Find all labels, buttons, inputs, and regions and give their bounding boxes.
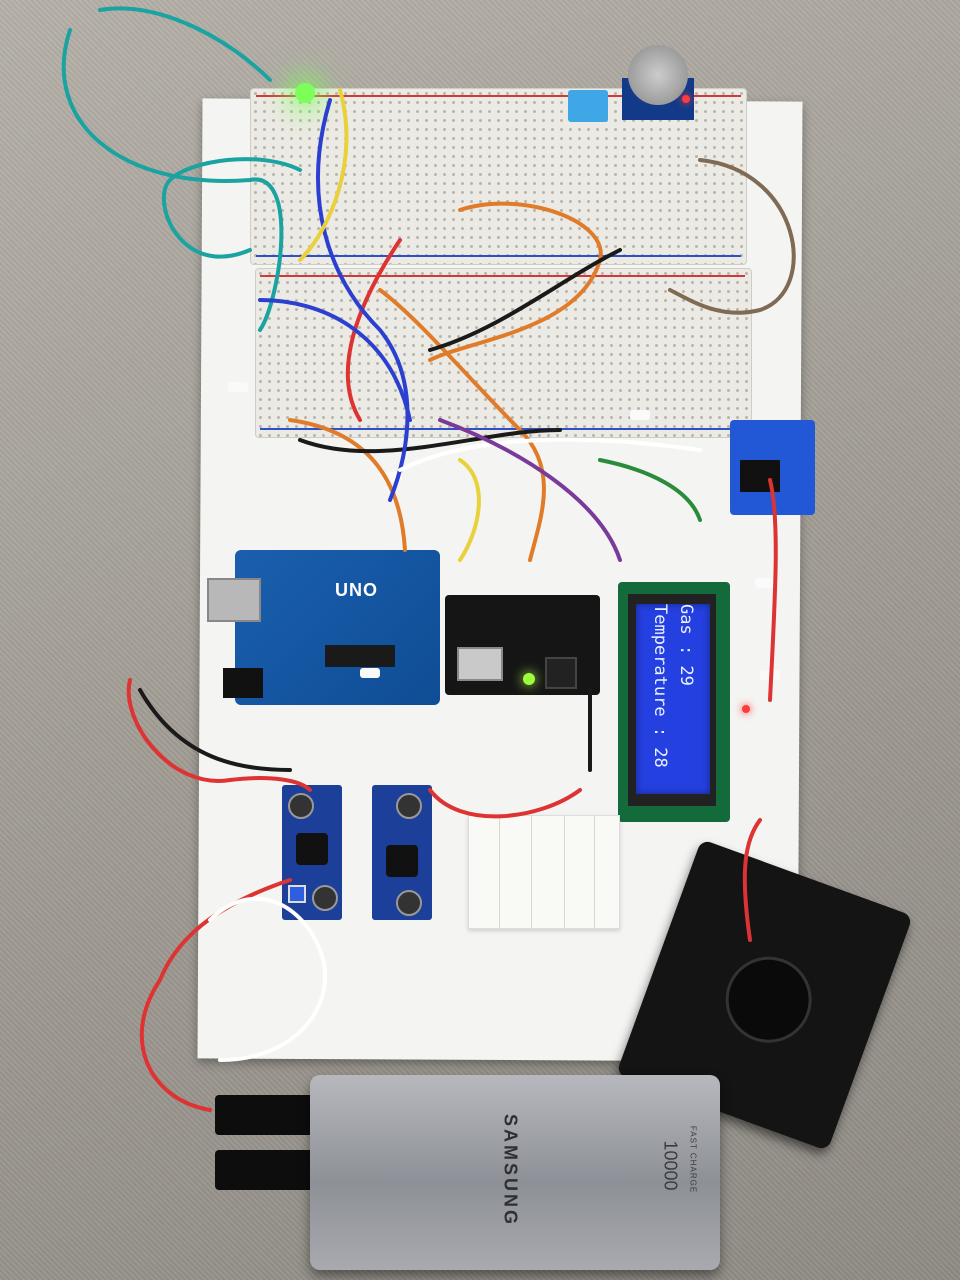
lcd-side-led <box>742 705 750 713</box>
zip-tie <box>755 578 775 588</box>
battery-pack-tape <box>468 815 620 929</box>
arduino-power-jack <box>223 668 263 698</box>
gas-sensor <box>628 45 688 105</box>
buck-converter-left <box>282 785 342 920</box>
rail-blue-top <box>256 255 741 257</box>
breadboard-bottom <box>255 268 752 438</box>
green-led <box>295 83 315 103</box>
rail-red-top <box>256 95 741 97</box>
rail-blue-bottom <box>260 428 745 430</box>
usb-plug-bottom <box>215 1150 315 1190</box>
microcontroller-chip <box>325 645 395 667</box>
lcd-screen: Gas : 29 Temperature : 28 <box>636 604 710 794</box>
gas-sensor-led <box>682 95 690 103</box>
relay-module <box>730 420 815 515</box>
zip-tie <box>228 382 248 392</box>
power-led <box>523 673 535 685</box>
arduino-board: UNO <box>207 550 440 705</box>
buck-converter-right <box>372 785 432 920</box>
rail-red-bottom <box>260 275 745 277</box>
temperature-sensor <box>568 90 608 122</box>
breadboard-power-module <box>445 595 600 695</box>
power-bank: SAMSUNG 10000 FAST CHARGE <box>310 1075 720 1270</box>
zip-tie <box>382 472 402 482</box>
arduino-usb-port <box>207 578 261 622</box>
usb-plug-top <box>215 1095 315 1135</box>
arduino-logo: UNO <box>335 580 378 600</box>
lcd-module: Gas : 29 Temperature : 28 <box>618 582 730 822</box>
zip-tie <box>630 410 650 420</box>
zip-tie <box>360 668 380 678</box>
